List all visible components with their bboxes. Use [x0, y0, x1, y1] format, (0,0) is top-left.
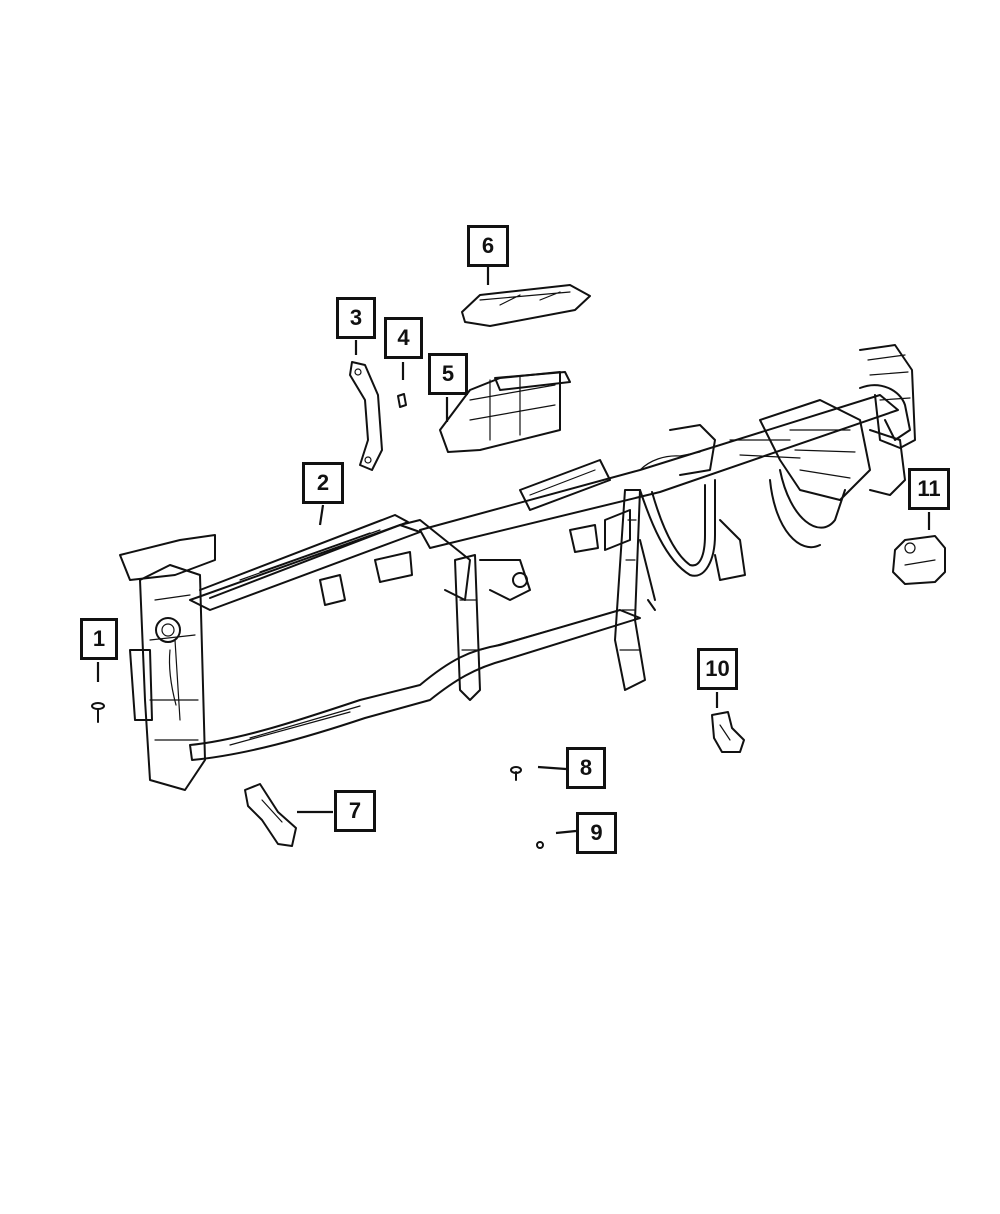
callout-5: 5 — [428, 353, 468, 395]
part-10-bracket — [711, 711, 745, 753]
callout-9: 9 — [576, 812, 617, 854]
part-11-bracket — [892, 535, 946, 585]
cross-car-beam — [119, 344, 916, 791]
part-9-nut — [536, 841, 544, 849]
part-1-screw — [91, 702, 105, 723]
part-6-bracket — [461, 284, 591, 327]
callout-7: 7 — [334, 790, 376, 832]
part-5-bracket — [439, 371, 571, 453]
part-3-bracket — [349, 361, 383, 471]
leader-lines — [96, 267, 931, 835]
callout-4: 4 — [384, 317, 423, 359]
callout-10: 10 — [697, 648, 738, 690]
part-7-bracket — [244, 783, 297, 847]
callout-3: 3 — [336, 297, 376, 339]
callout-2: 2 — [302, 462, 344, 504]
callout-11: 11 — [908, 468, 950, 510]
callout-8: 8 — [566, 747, 606, 789]
callout-6: 6 — [467, 225, 509, 267]
part-4-clip — [397, 393, 407, 408]
callout-1: 1 — [80, 618, 118, 660]
part-8-screw — [510, 766, 522, 781]
